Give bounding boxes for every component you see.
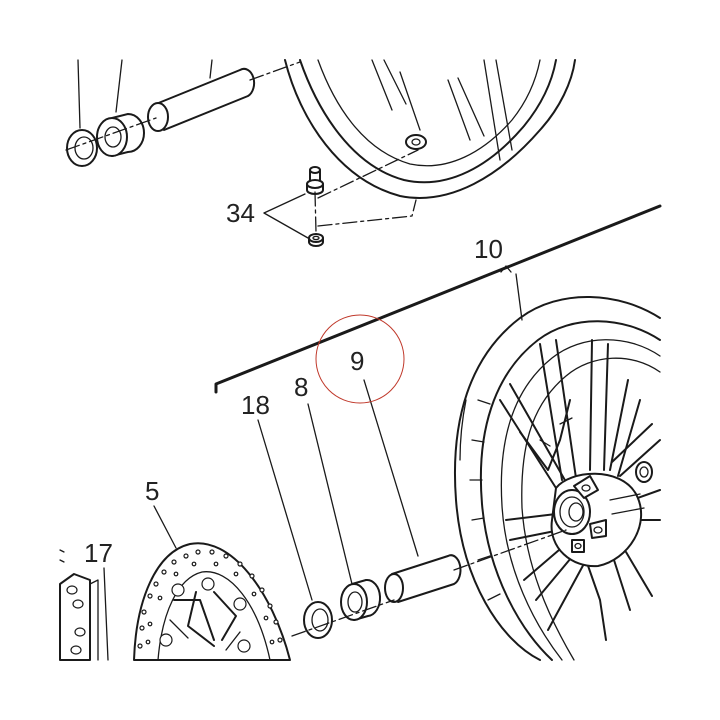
callout-8: 8 bbox=[294, 372, 308, 402]
callout-9: 9 bbox=[350, 346, 364, 376]
highlight-circle bbox=[315, 314, 405, 404]
spacer-part-9 bbox=[384, 554, 462, 603]
leader-8 bbox=[307, 403, 353, 585]
lower-wheel bbox=[453, 296, 661, 661]
disc-drilled-holes bbox=[137, 549, 283, 649]
separator-tick bbox=[500, 265, 512, 273]
wheel-hub bbox=[550, 461, 653, 568]
callout-5: 5 bbox=[145, 476, 159, 506]
upper-leader-spacer bbox=[209, 59, 213, 79]
upper-seal-ring bbox=[66, 129, 98, 167]
bolt-nut-axis bbox=[314, 191, 317, 233]
callout-18: 18 bbox=[241, 390, 270, 420]
leader-5 bbox=[153, 505, 177, 549]
bearing-part-8 bbox=[340, 578, 382, 621]
bolt-part-34 bbox=[306, 166, 324, 195]
lower-axis-right bbox=[453, 529, 567, 571]
leader-34-lower bbox=[263, 212, 309, 239]
section-separator-line bbox=[214, 204, 662, 394]
upper-assembly bbox=[65, 59, 576, 247]
brake-disc-part-5 bbox=[133, 542, 291, 661]
callout-34: 34 bbox=[226, 198, 255, 228]
seal-part-18 bbox=[303, 601, 333, 639]
callout-17: 17 bbox=[84, 538, 113, 568]
nut-part-34 bbox=[308, 233, 324, 247]
nut-axis-line bbox=[317, 199, 417, 227]
disc-bolts bbox=[159, 577, 251, 653]
upper-leader-seal bbox=[77, 59, 81, 129]
bolt-axis-line bbox=[317, 149, 419, 199]
bracket-part-17 bbox=[59, 549, 99, 661]
leader-10 bbox=[515, 273, 523, 321]
upper-wheel-rim bbox=[284, 59, 576, 199]
lower-axis-left bbox=[291, 599, 395, 637]
upper-bearing bbox=[96, 113, 145, 157]
upper-axis-right bbox=[249, 61, 301, 81]
upper-spacer-tube bbox=[147, 67, 256, 132]
upper-leader-bearing bbox=[115, 59, 123, 113]
callout-10: 10 bbox=[474, 234, 503, 264]
leader-9 bbox=[363, 379, 419, 557]
leader-17 bbox=[103, 567, 109, 661]
leader-34-upper bbox=[263, 193, 306, 214]
leader-18 bbox=[257, 419, 313, 601]
upper-axis-left bbox=[65, 117, 157, 151]
